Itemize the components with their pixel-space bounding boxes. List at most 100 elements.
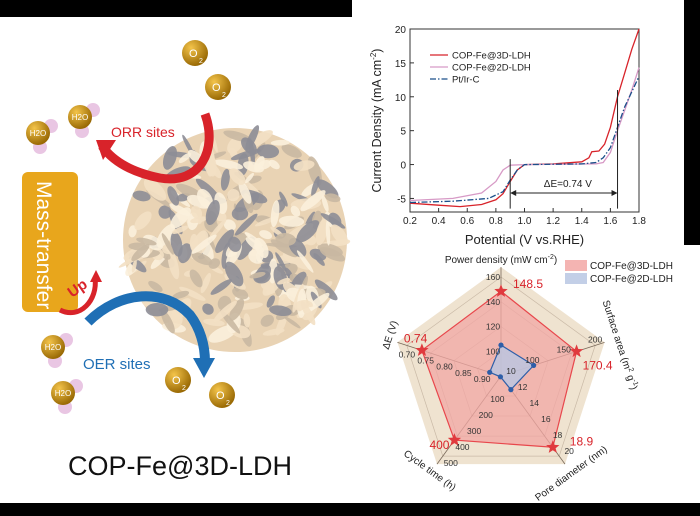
ldh-petal bbox=[195, 178, 221, 201]
ldh-petal bbox=[311, 176, 320, 197]
ldh-petal bbox=[270, 200, 280, 228]
radar-tick-label: 400 bbox=[455, 442, 469, 452]
ldh-petal bbox=[213, 300, 237, 323]
radar-tick-label: 0.75 bbox=[417, 356, 434, 366]
y-tick-label: 0 bbox=[400, 161, 406, 172]
ldh-petal bbox=[208, 218, 227, 241]
axis-title-delta-e-part: ΔE (V) bbox=[381, 320, 401, 351]
ldh-petal bbox=[300, 301, 316, 326]
y-tick-label: 15 bbox=[395, 59, 407, 70]
orr-arrow bbox=[98, 112, 214, 184]
oer-arrow-head bbox=[193, 358, 215, 378]
ldh-petal bbox=[330, 224, 348, 245]
radar-tick-label: 500 bbox=[444, 458, 458, 468]
ldh-petal bbox=[134, 211, 152, 231]
ldh-petal bbox=[171, 225, 189, 234]
ldh-petal bbox=[191, 234, 217, 254]
axis-title-surface-area: Surface area (m2 g-1) bbox=[600, 299, 640, 392]
ldh-petal bbox=[314, 279, 338, 301]
illustration: Mass-transfer ORR sites Up OER sites O2O… bbox=[22, 40, 351, 481]
value-label: 148.5 bbox=[513, 277, 543, 291]
ldh-petal bbox=[269, 305, 292, 317]
x-tick-label: 1.8 bbox=[632, 216, 646, 227]
ldh-petal bbox=[128, 225, 137, 238]
ldh-petal bbox=[232, 287, 249, 300]
radar-tick-label: 300 bbox=[467, 426, 481, 436]
o2-sphere bbox=[209, 382, 235, 408]
oer-arrow bbox=[84, 291, 210, 363]
radar-tick-label: 140 bbox=[486, 297, 500, 307]
radar-tick-label: 160 bbox=[486, 272, 500, 282]
oxygen-atom bbox=[26, 121, 50, 145]
ldh-petal bbox=[300, 190, 326, 212]
axis-title-surface-area-part: 2 bbox=[627, 367, 635, 373]
o2-molecule: O2 bbox=[182, 40, 208, 66]
up-arrow bbox=[58, 277, 98, 316]
dot-marker bbox=[508, 387, 514, 393]
ldh-petal bbox=[231, 207, 249, 221]
ldh-petal bbox=[202, 303, 214, 315]
right-black-band bbox=[684, 0, 700, 245]
legend-swatch bbox=[565, 273, 587, 284]
axis-title-surface-area-part: -1 bbox=[630, 379, 639, 387]
ldh-petal bbox=[227, 236, 242, 252]
y-tick-label: 10 bbox=[395, 93, 407, 104]
ldh-petal bbox=[270, 239, 298, 258]
oer-label: OER sites bbox=[83, 356, 151, 373]
h2o-label: H2O bbox=[72, 113, 88, 122]
radar-tick-label: 100 bbox=[490, 394, 504, 404]
y-tick-label: 20 bbox=[395, 25, 407, 36]
o2-label: O bbox=[172, 375, 181, 387]
o2-subscript: 2 bbox=[182, 385, 186, 392]
o2-molecule: O2 bbox=[209, 382, 235, 408]
ldh-petal bbox=[244, 172, 255, 184]
ldh-petal bbox=[203, 318, 225, 327]
ldh-petal bbox=[197, 188, 213, 209]
radar-tick-label: 14 bbox=[530, 398, 540, 408]
ldh-petal bbox=[296, 250, 314, 273]
x-tick-label: 0.6 bbox=[460, 216, 474, 227]
dot-marker bbox=[497, 374, 504, 380]
oxygen-atom bbox=[41, 335, 65, 359]
legend-label: COP-Fe@3D-LDH bbox=[590, 261, 673, 272]
oxygen-atom bbox=[68, 105, 92, 129]
ldh-petal bbox=[256, 144, 280, 159]
x-tick-label: 1.0 bbox=[518, 216, 532, 227]
ldh-petal bbox=[132, 190, 151, 202]
h2o-label: H2O bbox=[45, 343, 61, 352]
value-label: 18.9 bbox=[570, 434, 594, 448]
y-axis-title: Current Density (mA cm-2) bbox=[369, 49, 384, 193]
ldh-petal bbox=[259, 230, 273, 240]
legend-label: COP-Fe@2D-LDH bbox=[590, 274, 673, 285]
o2-subscript: 2 bbox=[226, 400, 230, 407]
star-marker bbox=[546, 440, 560, 453]
ldh-petal bbox=[238, 180, 252, 204]
ldh-petal bbox=[169, 203, 191, 217]
ldh-petal bbox=[319, 247, 346, 262]
h2o-label: H2O bbox=[55, 389, 71, 398]
ldh-petal bbox=[324, 193, 341, 203]
orr-arrow-head bbox=[96, 140, 116, 160]
ldh-petal bbox=[170, 231, 183, 257]
y-tick-label: 5 bbox=[400, 127, 406, 138]
ldh-petal bbox=[293, 160, 315, 171]
radar-tick-label: 10 bbox=[506, 366, 516, 376]
ldh-petal bbox=[268, 159, 280, 170]
legend-label: Pt/Ir-C bbox=[452, 75, 480, 86]
mass-transfer-box bbox=[22, 172, 78, 312]
bottom-black-band bbox=[0, 503, 700, 516]
ldh-petal bbox=[278, 215, 305, 227]
ldh-petal bbox=[148, 280, 163, 292]
ldh-petal bbox=[277, 277, 290, 285]
o2-sphere bbox=[182, 40, 208, 66]
radar-tick-label: 0.90 bbox=[474, 374, 491, 384]
o2-sphere bbox=[165, 367, 191, 393]
o2-subscript: 2 bbox=[199, 58, 203, 65]
axis-title-power-density-part: -2 bbox=[548, 254, 554, 261]
h2o-molecule: H2O bbox=[41, 333, 73, 368]
radar-grid-ring bbox=[406, 276, 596, 457]
ldh-petal bbox=[205, 200, 220, 225]
ldh-petal bbox=[136, 237, 157, 246]
ldh-petal bbox=[215, 229, 235, 254]
